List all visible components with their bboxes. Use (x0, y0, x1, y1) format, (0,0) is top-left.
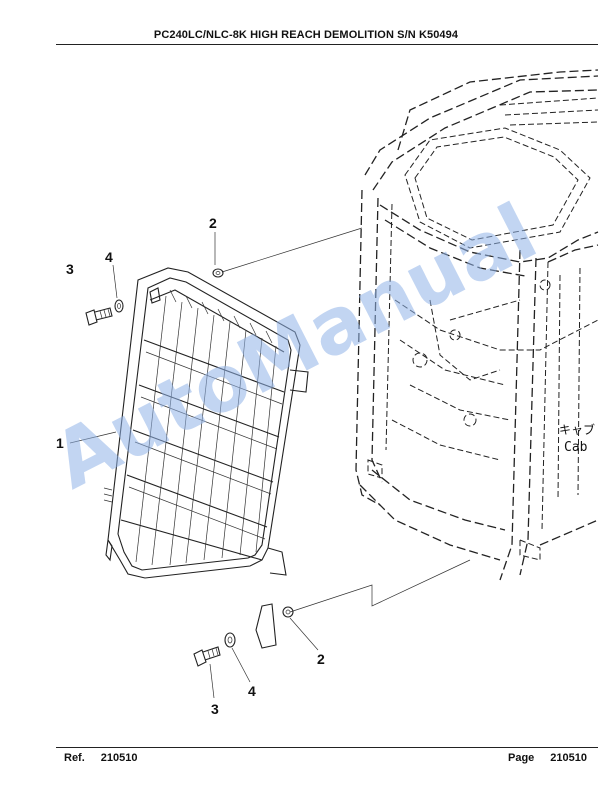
nut-top (212, 268, 224, 278)
washer-top (114, 299, 124, 313)
footer-ref: Ref. 210510 (64, 752, 138, 764)
callout-bolt-top: 3 (66, 261, 74, 277)
footer-rule (56, 747, 598, 748)
callout-washer-top: 4 (105, 249, 113, 265)
bolt-bottom (193, 646, 221, 667)
cab-frame (355, 69, 599, 581)
washer-bottom (224, 632, 236, 648)
front-guard (103, 267, 309, 649)
callout-nut-bottom: 2 (317, 651, 325, 667)
footer-page-label: Page (508, 752, 535, 764)
nut-bottom (282, 606, 294, 618)
callout-nut-top: 2 (209, 215, 217, 231)
leader-lines (221, 227, 471, 613)
footer-page: Page 210510 (508, 752, 587, 764)
footer-page-value: 210510 (550, 752, 588, 764)
callout-bolt-bottom: 3 (211, 701, 219, 717)
header-rule (56, 44, 598, 45)
footer-ref-value: 210510 (100, 752, 138, 764)
watermark-text: AutoManual (40, 187, 551, 507)
footer-ref-label: Ref. (64, 752, 85, 764)
callout-washer-bottom: 4 (248, 683, 256, 699)
cab-label-english: Cab (564, 440, 588, 455)
page-header-title: PC240LC/NLC-8K HIGH REACH DEMOLITION S/N… (153, 29, 459, 41)
callout-leaders (69, 232, 319, 699)
callout-guard: 1 (56, 435, 64, 451)
cab-label-japanese: キャブ (559, 422, 595, 437)
bolt-top (85, 307, 113, 326)
